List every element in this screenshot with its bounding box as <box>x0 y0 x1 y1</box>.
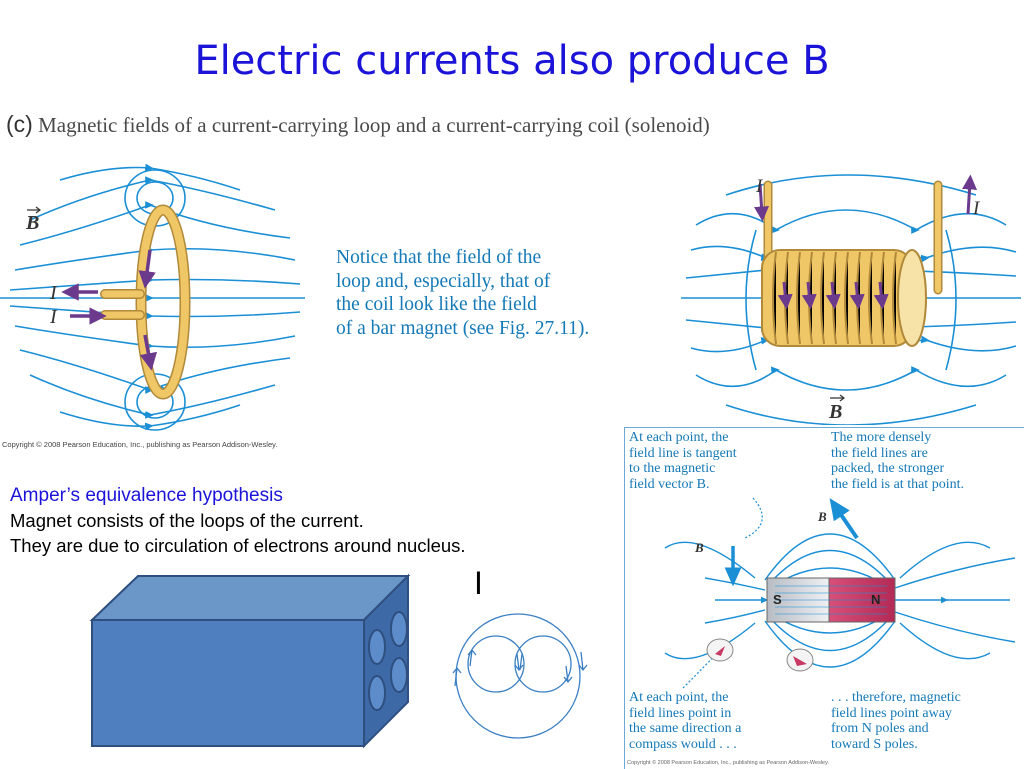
conducting-loop <box>100 204 191 400</box>
field-line <box>695 366 1007 391</box>
b-vector-arrow-right <box>829 498 859 540</box>
notice-line: Notice that the field of the <box>336 247 542 268</box>
inner-loop-left <box>467 635 525 693</box>
coil-current-right: I <box>972 198 981 219</box>
slide-title: Electric currents also produce B <box>194 38 830 84</box>
current-label-bottom: I <box>49 306 58 328</box>
notice-line: of a bar magnet (see Fig. 27.11). <box>336 317 590 339</box>
field-line <box>19 201 291 246</box>
current-arrow-out <box>962 174 978 215</box>
field-line <box>725 404 977 425</box>
inner-loop-right <box>514 635 572 693</box>
copyright-top: Copyright © 2008 Pearson Education, Inc.… <box>2 440 278 449</box>
coil-b-arrow <box>830 394 845 402</box>
coil-current-left: I <box>755 176 764 197</box>
field-line <box>704 609 766 624</box>
figure-letter: (c) <box>6 111 33 137</box>
bar-magnet <box>766 577 896 623</box>
copyright-bottom: Copyright © 2008 Pearson Education, Inc.… <box>627 760 829 766</box>
field-line <box>764 533 896 581</box>
field-line <box>695 209 1007 234</box>
field-line <box>745 229 757 371</box>
current-arrows <box>61 249 158 371</box>
field-line <box>59 163 241 191</box>
b-vector-label: B <box>25 212 39 234</box>
field-line <box>704 577 766 591</box>
b-label-right: B <box>817 509 827 524</box>
figure-caption: (c) Magnetic fields of a current-carryin… <box>6 111 710 138</box>
field-line <box>945 229 957 371</box>
current-arrow-in <box>754 183 769 222</box>
field-line <box>725 174 977 196</box>
magnet-block <box>89 573 411 749</box>
coil-b-label: B <box>828 401 842 423</box>
amper-heading: Amper’s equivalence hypothesis <box>10 485 283 506</box>
field-line <box>769 617 891 652</box>
amper-line-2: They are due to circulation of electrons… <box>10 535 466 556</box>
bar-magnet-panel: S N B B At each point, the field line is… <box>624 427 1024 769</box>
field-line <box>764 620 896 668</box>
current-arrow <box>138 249 156 289</box>
field-line <box>14 325 296 350</box>
pole-s-label: S <box>773 592 782 607</box>
block-front <box>91 619 365 747</box>
current-label-top: I <box>49 282 58 304</box>
field-line <box>894 557 1016 589</box>
field-line <box>894 611 1016 643</box>
field-line <box>59 404 241 431</box>
bar-magnet-field: S N B B <box>664 497 1016 689</box>
notice-line: the coil look like the field <box>336 294 537 315</box>
amper-line-1: Magnet consists of the loops of the curr… <box>10 510 364 531</box>
block-top <box>89 575 411 621</box>
solenoid-coil <box>761 180 943 347</box>
compass-right <box>786 648 814 672</box>
notice-text: Notice that the field of the loop and, e… <box>336 246 666 340</box>
field-line <box>664 622 756 660</box>
field-line <box>29 374 276 419</box>
block-loop-ends <box>368 611 408 711</box>
b-vector-arrow <box>27 206 41 214</box>
field-line <box>899 622 991 660</box>
panel-text-top-right: The more densely the field lines are pac… <box>831 430 964 492</box>
field-line <box>899 541 991 579</box>
field-line <box>29 176 276 221</box>
field-line <box>769 549 891 584</box>
panel-text-bottom-right: . . . therefore, magnetic field lines po… <box>831 690 961 752</box>
current-arrow <box>139 334 158 371</box>
coil-current-arrows <box>754 174 978 310</box>
figure-caption-text: Magnetic fields of a current-carrying lo… <box>38 113 710 137</box>
panel-text-bottom-left: At each point, the field lines point in … <box>629 690 742 752</box>
current-label-i: I <box>474 565 483 601</box>
solenoid-diagram: I I B <box>681 174 1021 425</box>
pointer-dotted-top <box>744 497 763 539</box>
b-label-left: B <box>694 540 704 555</box>
current-loop-diagram: B I I <box>0 163 305 431</box>
panel-text-top-left: At each point, the field line is tangent… <box>629 430 737 492</box>
amper-text-block: Amper’s equivalence hypothesis Magnet co… <box>10 483 610 558</box>
notice-line: loop and, especially, that of <box>336 270 551 292</box>
compass-left <box>706 638 734 662</box>
current-circulation-diagram <box>452 613 588 739</box>
pole-n-label: N <box>871 592 880 607</box>
field-line <box>9 305 301 320</box>
field-line <box>664 541 756 579</box>
field-line <box>14 246 296 271</box>
